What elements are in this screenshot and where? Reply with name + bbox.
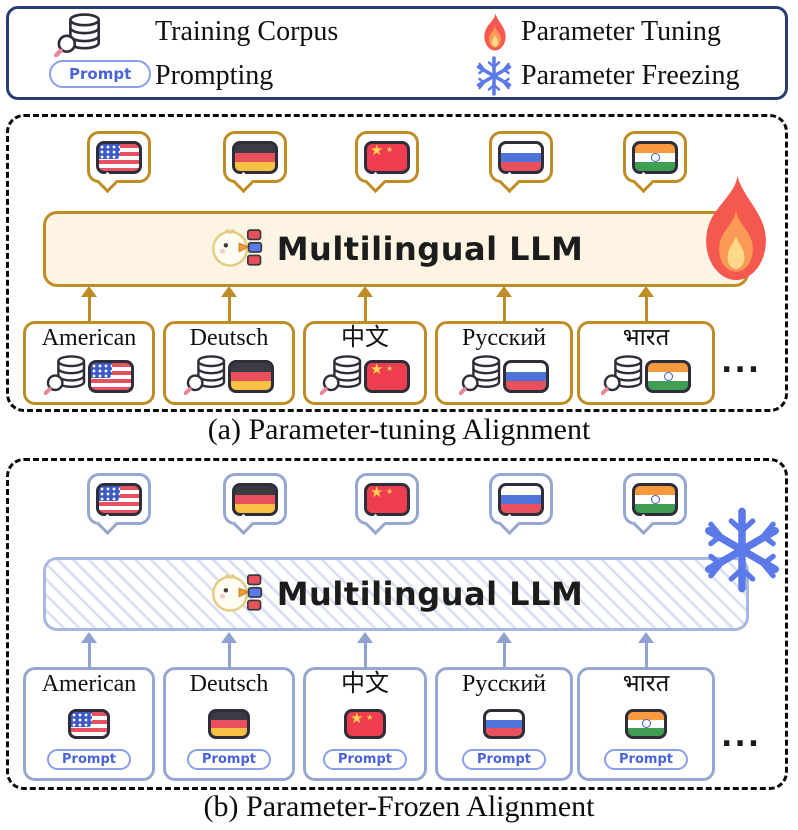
training-corpus-icon	[43, 353, 92, 400]
language-box-hindi: भारत	[577, 321, 715, 405]
china-flag-icon	[364, 140, 410, 174]
language-label: 中文	[341, 325, 389, 351]
india-flag-icon	[632, 482, 678, 516]
legend-label-training-corpus: Training Corpus	[155, 16, 339, 47]
prompt-pill: Prompt	[49, 60, 152, 88]
prompt-pill: Prompt	[187, 749, 271, 770]
language-box-russian: Русский Prompt	[435, 667, 573, 781]
snowflake-icon	[697, 505, 787, 600]
us-flag-icon	[88, 359, 134, 393]
language-box-deutsch: Deutsch Prompt	[163, 667, 295, 781]
language-box-chinese: 中文 Prompt	[303, 667, 427, 781]
prompt-pill-label: Prompt	[49, 60, 152, 88]
language-label: Русский	[462, 325, 546, 351]
india-flag-icon	[645, 359, 691, 393]
multilingual-llm-bar: Multilingual LLM	[43, 211, 749, 287]
multilingual-llm-label: Multilingual LLM	[276, 230, 584, 268]
chick-icon	[209, 569, 263, 620]
legend-label-parameter-tuning: Parameter Tuning	[521, 16, 721, 47]
speech-bubble	[489, 473, 553, 525]
us-flag-icon	[68, 708, 110, 739]
legend-label-prompting: Prompting	[155, 60, 274, 91]
speech-bubble	[223, 473, 287, 525]
india-flag-icon	[625, 708, 667, 739]
panel-parameter-tuning: Multilingual LLM American Deutsch	[6, 114, 788, 412]
speech-bubble	[355, 473, 419, 525]
panel-parameter-frozen: Multilingual LLM American Prompt Deutsch…	[6, 458, 788, 790]
russia-flag-icon	[498, 140, 544, 174]
legend: Training Corpus Parameter Tuning Prompt …	[6, 6, 788, 100]
speech-bubble	[623, 473, 687, 525]
fire-icon	[479, 11, 511, 53]
germany-flag-icon	[232, 140, 278, 174]
china-flag-icon	[364, 359, 410, 393]
up-arrow	[496, 286, 512, 321]
up-arrow	[638, 286, 654, 321]
multilingual-llm-bar: Multilingual LLM	[43, 557, 749, 631]
up-arrow	[221, 286, 237, 321]
russia-flag-icon	[498, 482, 544, 516]
speech-bubble	[623, 131, 687, 183]
language-label: Русский	[462, 671, 546, 697]
china-flag-icon	[344, 708, 386, 739]
language-label: भारत	[622, 671, 670, 697]
germany-flag-icon	[208, 708, 250, 739]
language-box-deutsch: Deutsch	[163, 321, 295, 405]
up-arrow	[81, 286, 97, 321]
speech-bubble	[223, 131, 287, 183]
up-arrow	[357, 286, 373, 321]
fire-icon	[691, 171, 781, 290]
multilingual-llm-label: Multilingual LLM	[276, 575, 584, 613]
language-box-hindi: भारत Prompt	[577, 667, 715, 781]
training-corpus-icon	[600, 353, 649, 400]
snowflake-icon	[473, 55, 515, 97]
caption-panel-b: (b) Parameter-Frozen Alignment	[203, 790, 595, 823]
up-arrow	[81, 632, 97, 667]
us-flag-icon	[96, 482, 142, 516]
training-corpus-icon	[183, 353, 232, 400]
language-label: American	[41, 325, 137, 351]
language-label: भारत	[622, 325, 670, 351]
language-box-russian: Русский	[435, 321, 573, 405]
prompt-pill: Prompt	[462, 749, 546, 770]
language-box-chinese: 中文	[303, 321, 427, 405]
language-label: American	[41, 671, 137, 697]
prompt-pill: Prompt	[323, 749, 407, 770]
germany-flag-icon	[228, 359, 274, 393]
language-box-american: American Prompt	[23, 667, 155, 781]
language-label: 中文	[341, 671, 389, 697]
speech-bubble	[87, 131, 151, 183]
training-corpus-icon	[53, 11, 109, 57]
up-arrow	[496, 632, 512, 667]
language-label: Deutsch	[189, 671, 269, 697]
training-corpus-icon	[458, 353, 507, 400]
india-flag-icon	[632, 140, 678, 174]
russia-flag-icon	[503, 359, 549, 393]
ellipsis: ...	[721, 345, 762, 380]
us-flag-icon	[96, 140, 142, 174]
legend-label-parameter-freezing: Parameter Freezing	[521, 60, 740, 91]
speech-bubble	[87, 473, 151, 525]
caption-panel-a: (a) Parameter-tuning Alignment	[207, 413, 591, 446]
china-flag-icon	[364, 482, 410, 516]
up-arrow	[221, 632, 237, 667]
language-box-american: American	[23, 321, 155, 405]
prompt-pill: Prompt	[47, 749, 131, 770]
germany-flag-icon	[232, 482, 278, 516]
russia-flag-icon	[483, 708, 525, 739]
prompt-pill: Prompt	[604, 749, 688, 770]
language-label: Deutsch	[189, 325, 269, 351]
ellipsis: ...	[721, 719, 762, 754]
chick-icon	[209, 224, 263, 275]
speech-bubble	[489, 131, 553, 183]
training-corpus-icon	[319, 353, 368, 400]
speech-bubble	[355, 131, 419, 183]
up-arrow	[638, 632, 654, 667]
up-arrow	[357, 632, 373, 667]
